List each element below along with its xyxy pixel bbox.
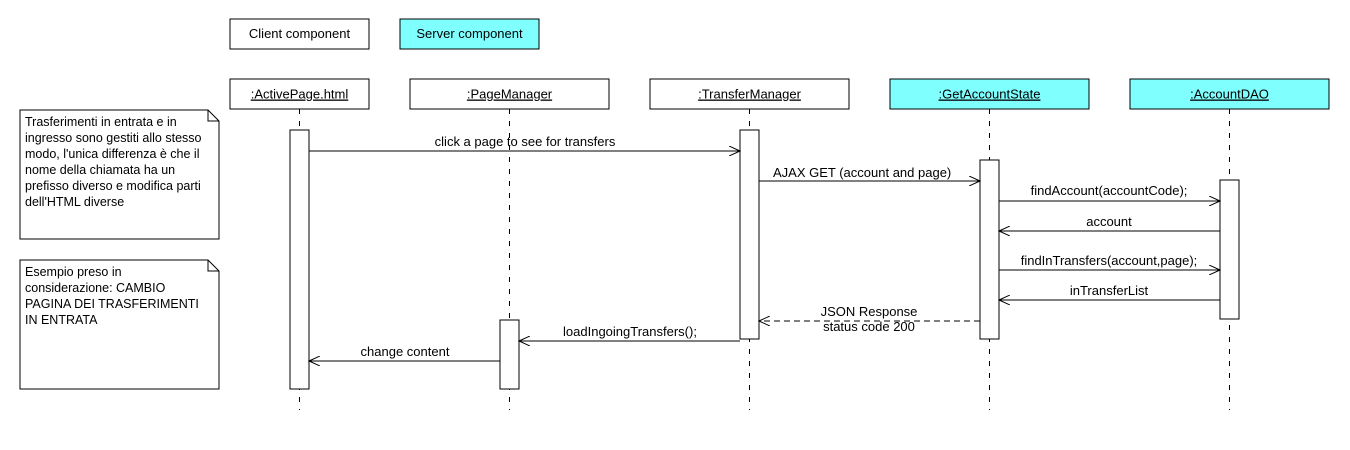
participant-label: :ActivePage.html [251,87,349,102]
note-fold [207,110,219,122]
note-shape [19,109,220,240]
activation-getaccountstate [979,159,1000,340]
message-label: change content [361,344,450,359]
participant-accountdao: :AccountDAO [1129,78,1330,110]
message-label: loadIngoingTransfers(); [563,324,697,339]
activation-pagemanager [499,319,520,390]
message-label: findInTransfers(account,page); [1021,253,1198,268]
legend-client-box [229,18,370,50]
note-2-text: Esempio preso in considerazione: CAMBIO … [25,265,199,327]
participant-label: :GetAccountState [939,87,1041,102]
note-1 [19,109,220,240]
message-label: inTransferList [1070,283,1149,298]
participant-label: :TransferManager [698,87,802,102]
participant-activepage: :ActivePage.html [229,78,370,110]
participant-box [229,78,370,110]
participant-box [409,78,610,110]
note-1-text: Trasferimenti in entrata e in ingresso s… [25,115,202,209]
participant-getaccountstate: :GetAccountState [889,78,1090,110]
message-label-line: JSON Response [821,304,918,319]
message-label: findAccount(accountCode); [1031,183,1188,198]
message-label: AJAX GET (account and page) [773,165,951,180]
activation-activepage [289,129,310,390]
message-label-line: status code 200 [823,319,915,334]
note-fold [207,260,219,272]
participant-pagemanager: :PageManager [409,78,610,110]
note-shape [19,259,220,390]
activation-transfermanager [739,129,760,340]
participant-transfermanager: :TransferManager [649,78,850,110]
message-label: click a page to see for transfers [435,134,616,149]
legend-client-label: Client component [249,26,351,41]
participant-label: :AccountDAO [1190,87,1269,102]
legend-server-box [399,18,540,50]
note-2 [19,259,220,390]
legend-server-label: Server component [416,26,523,41]
participant-box [889,78,1090,110]
legend: Client component Server component [229,18,540,50]
activation-accountdao [1219,179,1240,320]
participant-label: :PageManager [467,87,553,102]
message-label: account [1086,214,1132,229]
